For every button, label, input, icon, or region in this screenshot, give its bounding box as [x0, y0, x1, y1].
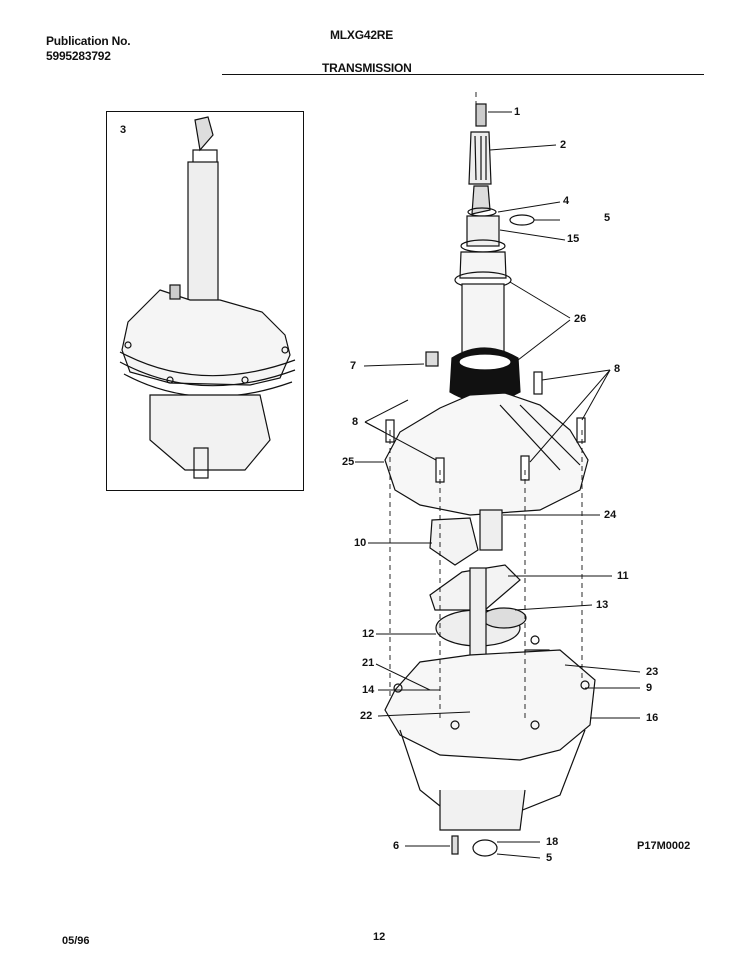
bottom-fasteners [451, 835, 498, 857]
diagram-code: P17M0002 [637, 840, 691, 852]
callout-8-left: 8 [352, 416, 359, 428]
breather-7 [425, 351, 439, 367]
page-number: 12 [373, 931, 386, 943]
gear-13 [481, 607, 527, 629]
callout-3: 3 [120, 124, 127, 136]
publication-number: 5995283792 [46, 49, 111, 63]
callout-10: 10 [354, 537, 367, 549]
callout-6: 6 [393, 840, 400, 852]
footer-date: 05/96 [62, 935, 90, 947]
callout-5-bottom: 5 [546, 852, 553, 864]
callout-11: 11 [617, 570, 629, 582]
callout-21: 21 [362, 657, 375, 669]
callout-8-right: 8 [614, 363, 621, 375]
leader-lines [355, 111, 641, 859]
publication-label: Publication No. [46, 34, 131, 48]
assembled-transmission-inset [106, 111, 304, 491]
gearcase-16 [384, 635, 596, 831]
callout-26: 26 [574, 313, 587, 325]
callout-9: 9 [646, 682, 653, 694]
callout-14: 14 [362, 684, 375, 696]
callout-1: 1 [514, 106, 521, 118]
callout-2: 2 [560, 139, 567, 151]
inset-assembly-drawing [119, 116, 296, 479]
callout-23: 23 [646, 666, 659, 678]
callout-7: 7 [350, 360, 357, 372]
section-title: TRANSMISSION [322, 61, 412, 75]
callout-13: 13 [596, 599, 609, 611]
callout-5-top: 5 [604, 212, 611, 224]
callout-25: 25 [342, 456, 355, 468]
callout-15: 15 [567, 233, 580, 245]
callout-12: 12 [362, 628, 375, 640]
callout-16: 16 [646, 712, 659, 724]
model-number: MLXG42RE [330, 28, 394, 42]
callout-22: 22 [360, 710, 373, 722]
callout-4: 4 [563, 195, 570, 207]
header-rule [222, 74, 704, 75]
callout-18: 18 [546, 836, 559, 848]
alignment-lines [389, 92, 583, 720]
callout-24: 24 [604, 509, 617, 521]
gear-10 [429, 517, 479, 566]
agitator-shaft-parts [454, 103, 535, 355]
